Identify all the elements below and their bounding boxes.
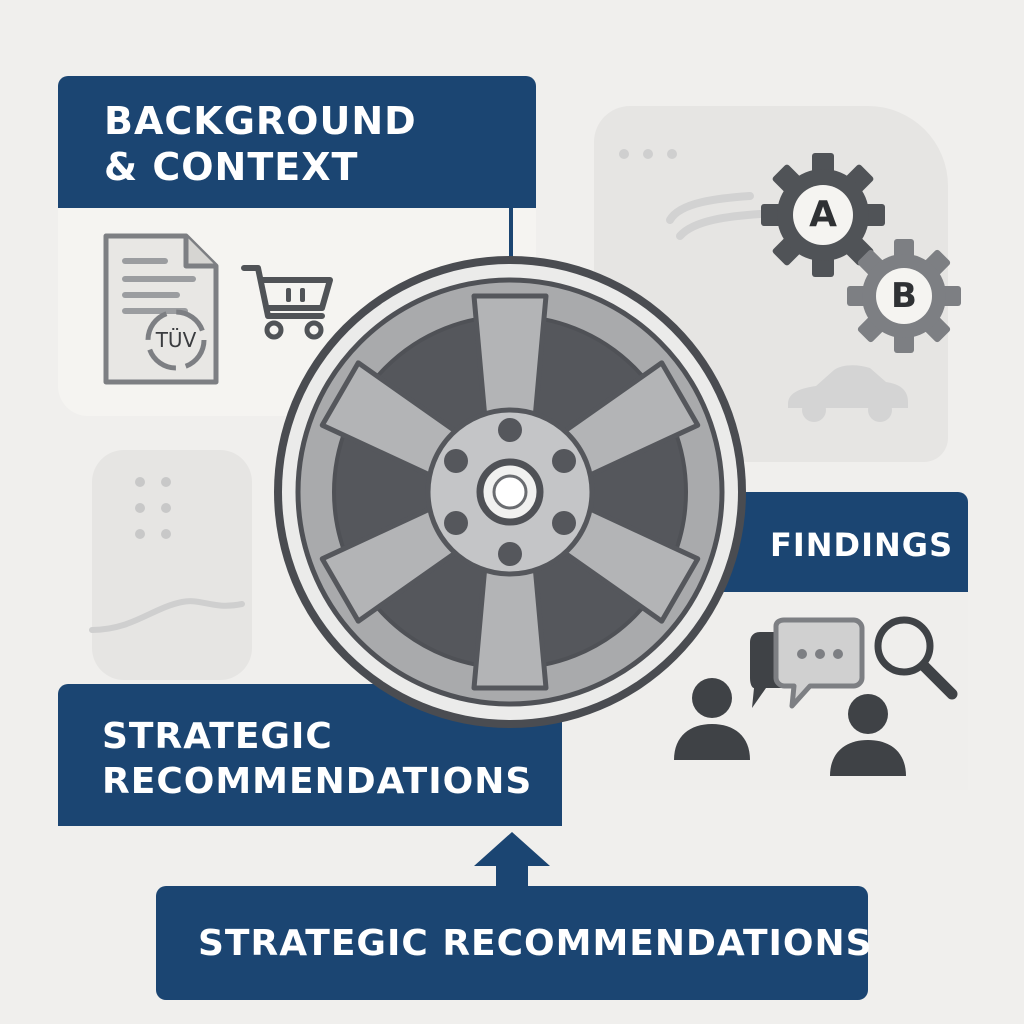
faded-dots-icon: [619, 149, 677, 159]
magnifier-icon: [874, 616, 958, 700]
strategy-title: STRATEGIC RECOMMENDATIONS: [102, 716, 533, 803]
document-icon: [103, 233, 219, 385]
person-icon: [830, 694, 906, 776]
gear-a-label: A: [809, 194, 837, 235]
shopping-cart-icon: [241, 265, 333, 340]
footer-title: STRATEGIC RECOMMENDATIONS: [198, 923, 873, 964]
faded-wave-icon: [89, 598, 245, 633]
background-title-box: BACKGROUND & CONTEXT: [58, 76, 536, 208]
speech-bubbles-icon: [750, 617, 865, 709]
faded-dots-icon: [135, 477, 171, 539]
gear-icon: [761, 153, 885, 277]
connector-line: [509, 206, 513, 270]
alloy-wheel-icon: [274, 256, 746, 728]
cert-seal-text: TÜV: [155, 328, 197, 352]
gear-icon: [847, 239, 961, 353]
left-faded-panel: [92, 450, 252, 680]
gear-b-label: B: [891, 276, 917, 316]
person-icon: [674, 678, 750, 760]
footer-title-box: STRATEGIC RECOMMENDATIONS: [156, 886, 873, 1000]
faded-chat-lines-icon: [666, 192, 764, 240]
car-icon: [788, 365, 908, 422]
findings-title: FINDINGS: [770, 526, 954, 564]
cert-seal-icon: [145, 309, 207, 371]
up-arrow-icon: [474, 832, 550, 888]
background-title: BACKGROUND & CONTEXT: [104, 99, 417, 190]
